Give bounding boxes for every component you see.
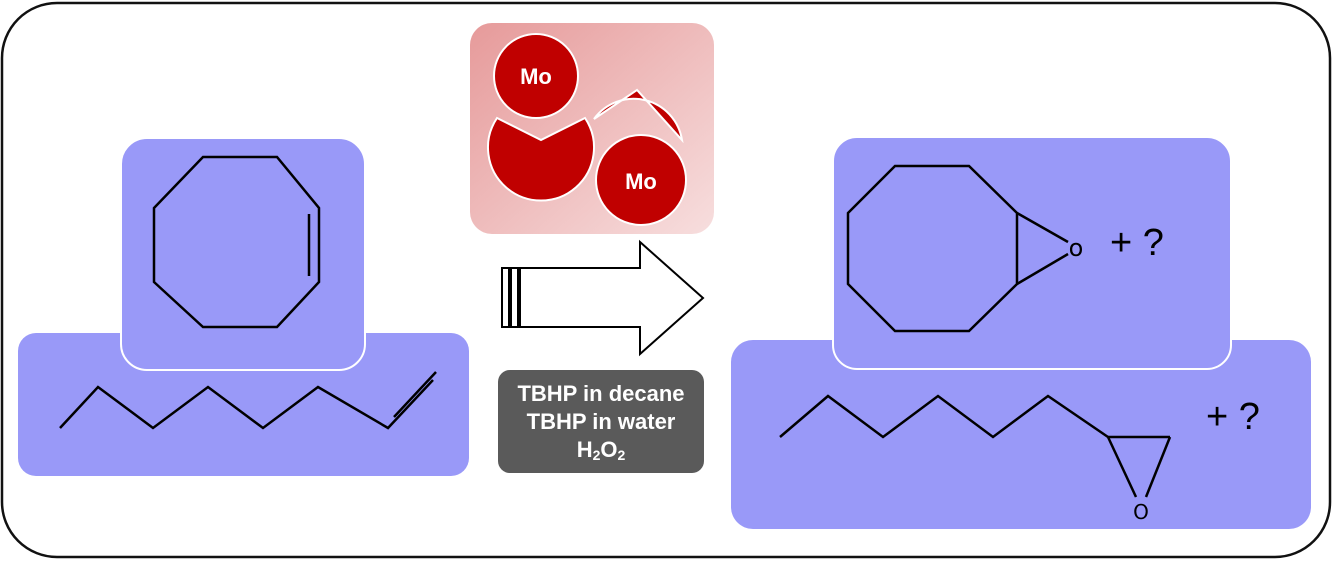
substrates-group <box>18 137 469 476</box>
arrow-tail-bar-1 <box>501 267 510 328</box>
oxo-sphere-2 <box>593 88 684 144</box>
epoxide-oxygen-label-1: o <box>1069 234 1084 262</box>
condition-h2o2: H2O2 <box>576 436 626 463</box>
condition-tbhp-decane: TBHP in decane <box>517 380 685 406</box>
octene-double-bond <box>393 371 437 418</box>
cyclooctane-ring <box>846 164 1019 333</box>
octene-box <box>18 333 469 476</box>
epoxide-bond-2 <box>1016 252 1069 286</box>
mo-label-1: Mo <box>520 64 552 89</box>
cyclooctene-ring <box>152 155 321 329</box>
condition-tbhp-water: TBHP in water <box>526 408 676 434</box>
oxo-sphere-1 <box>487 116 595 202</box>
reaction-arrow <box>501 239 705 357</box>
mo-sphere-2 <box>595 134 687 226</box>
reaction-conditions: TBHP in decane TBHP in water H2O2 <box>498 370 704 473</box>
unknown-product-2: + ? <box>1206 396 1260 438</box>
octene-oxide-box <box>731 340 1311 529</box>
arrow-tail-bar-2 <box>510 267 519 328</box>
octane-chain <box>779 394 1109 439</box>
epoxide-ring-left <box>1106 436 1138 498</box>
mo-sphere-1 <box>493 33 579 119</box>
epoxide-bond-1 <box>1016 211 1069 244</box>
cyclooctene-box <box>120 137 366 371</box>
products-group: o O + ? + ? <box>731 136 1311 529</box>
octene-chain <box>59 379 434 430</box>
mo-label-2: Mo <box>625 169 657 194</box>
epoxide-oxygen-label-2: O <box>1133 500 1149 524</box>
unknown-product-1: + ? <box>1110 222 1164 264</box>
catalyst-group: Mo Mo <box>470 23 714 234</box>
cyclooctene-oxide-box <box>832 136 1232 370</box>
arrow-body <box>519 239 705 357</box>
epoxide-ring-right <box>1144 436 1172 498</box>
